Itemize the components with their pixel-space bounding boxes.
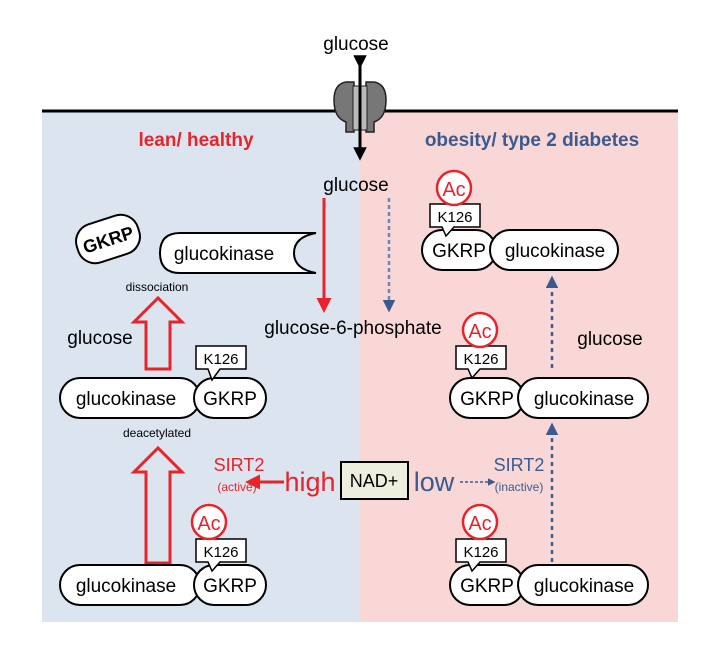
gkrp-label-obese-middle: GKRP xyxy=(460,389,514,410)
glucose-right-label: glucose xyxy=(577,329,643,350)
gkrp-label-obese-bottom: GKRP xyxy=(460,576,514,597)
k126-tag-lean-middle xyxy=(195,345,247,382)
free-glucokinase xyxy=(158,232,317,274)
glucokinase-label-lean-bottom: glucokinase xyxy=(76,576,176,597)
k126-tag-obese-bottom xyxy=(455,538,507,573)
sirt2-active-label: SIRT2 xyxy=(214,455,265,475)
high-label: high xyxy=(284,467,335,497)
acetyl-badge-lean-bottom xyxy=(190,503,228,541)
ac-label-obese-bottom: Ac xyxy=(468,513,491,535)
low-label: low xyxy=(414,467,455,497)
obese-panel-background xyxy=(360,111,678,622)
nad-label: NAD+ xyxy=(350,471,399,491)
acetyl-badge-obese-middle xyxy=(461,311,499,349)
k126-label-obese-top: K126 xyxy=(437,209,472,226)
glucokinase-pill-obese-top xyxy=(489,229,619,271)
k126-label-obese-bottom: K126 xyxy=(463,544,498,561)
gkrp-label-lean-middle: GKRP xyxy=(203,389,257,410)
glucokinase-pill-obese-middle xyxy=(517,377,649,419)
k126-tag-obese-top xyxy=(429,203,481,238)
glucokinase-pill-obese-bottom xyxy=(517,564,649,606)
deacetylation-hollow-arrow xyxy=(130,445,186,565)
dissociation-label: dissociation xyxy=(126,280,189,294)
k126-tag-lean-bottom xyxy=(195,538,247,573)
deacetylated-label: deacetylated xyxy=(123,426,191,440)
acetyl-badge-obese-bottom xyxy=(461,503,499,541)
gkrp-label-lean-bottom: GKRP xyxy=(203,576,257,597)
ac-label-obese-top: Ac xyxy=(442,179,465,201)
ac-label-obese-middle: Ac xyxy=(468,321,491,343)
inner-glucose-label: glucose xyxy=(323,175,389,196)
k126-label-lean-middle: K126 xyxy=(203,351,238,368)
gkrp-pill-lean-bottom xyxy=(193,564,267,606)
glucokinase-label-obese-middle: glucokinase xyxy=(534,389,634,410)
free-gkrp xyxy=(75,213,141,265)
glucokinase-label-obese-bottom: glucokinase xyxy=(534,576,634,597)
gkrp-label-obese-top: GKRP xyxy=(432,241,486,262)
dissociation-hollow-arrow xyxy=(130,295,186,371)
glucokinase-label-lean-middle: glucokinase xyxy=(76,389,176,410)
glucokinase-label-obese-top: glucokinase xyxy=(505,241,605,262)
g6p-label: glucose-6-phosphate xyxy=(264,318,441,339)
top-glucose-label: glucose xyxy=(323,34,389,55)
free-glucokinase-label: glucokinase xyxy=(174,244,274,265)
k126-label-obese-middle: K126 xyxy=(463,351,498,368)
lean-title: lean/ healthy xyxy=(138,130,254,151)
gkrp-pill-lean-middle xyxy=(193,377,267,419)
acetyl-badge-obese-top xyxy=(435,169,473,207)
ac-label-lean-bottom: Ac xyxy=(197,513,220,535)
nad-box xyxy=(340,461,409,500)
sirt2-inactive-state: (inactive) xyxy=(495,480,544,494)
k126-label-lean-bottom: K126 xyxy=(203,544,238,561)
sirt2-inactive-label: SIRT2 xyxy=(494,455,545,475)
obese-title: obesity/ type 2 diabetes xyxy=(425,130,639,151)
glucose-left-label: glucose xyxy=(67,328,133,349)
k126-tag-obese-middle xyxy=(455,345,507,380)
